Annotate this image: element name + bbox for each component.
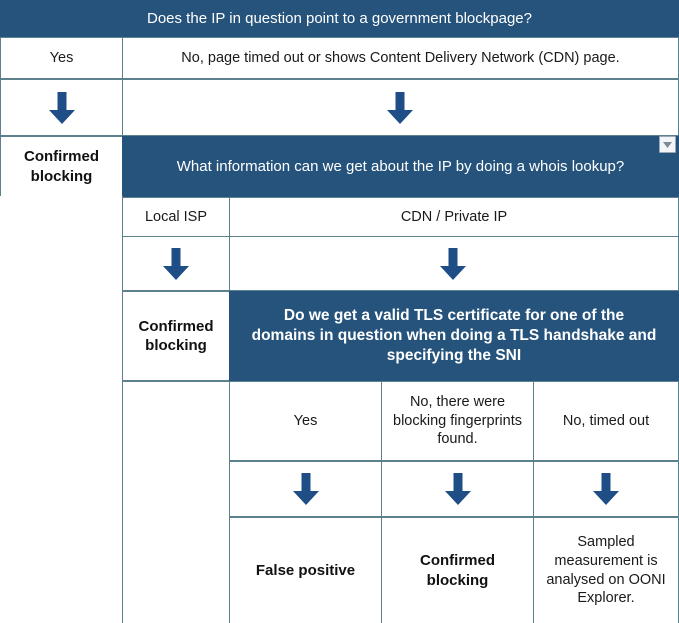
level2-answer-cdn-private-ip-cell: CDN / Private IP (229, 197, 679, 237)
down-arrow-icon (444, 473, 471, 505)
filter-dropdown-button[interactable] (659, 136, 676, 153)
level2-question-text: What information can we get about the IP… (176, 157, 625, 175)
level2-answer-local-isp-text: Local ISP (144, 208, 208, 225)
level3-question-text: Do we get a valid TLS certificate for on… (251, 306, 657, 365)
level1-outcome-confirmed-blocking-text: Confirmed blocking (24, 148, 99, 185)
level2-arrow-left-cell (122, 236, 230, 291)
level3-outcome-0-cell: False positive (229, 517, 382, 623)
level3-outcome-0-text: False positive (255, 561, 356, 579)
down-arrow-icon (163, 247, 189, 280)
level3-outcome-2-text: Sampled measurement is analysed on OONI … (546, 534, 666, 607)
level3-answer-0-cell: Yes (229, 381, 382, 461)
down-arrow-icon (292, 473, 319, 505)
level1-answer-yes-cell: Yes (0, 37, 123, 79)
level3-outcome-1-cell: Confirmed blocking (381, 517, 534, 623)
level3-arrow-0-cell (229, 461, 382, 517)
level3-outcome-1-text: Confirmed blocking (420, 552, 495, 589)
level3-arrow-1-cell (381, 461, 534, 517)
down-arrow-icon (593, 473, 619, 505)
level1-question-band: Does the IP in question point to a gover… (0, 0, 679, 37)
level2-outcome-confirmed-blocking-cell: Confirmed blocking (122, 291, 230, 381)
level2-arrow-right-cell (229, 236, 679, 291)
level3-answer-0-text: Yes (293, 412, 318, 429)
level1-arrow-left-cell (0, 79, 123, 136)
left-empty-column (0, 196, 123, 623)
level1-outcome-confirmed-blocking-cell: Confirmed blocking (0, 136, 123, 197)
chevron-down-icon (663, 141, 672, 148)
level3-arrow-2-cell (533, 461, 679, 517)
down-arrow-icon (387, 91, 413, 124)
level3-answer-1-text: No, there were blocking fingerprints fou… (393, 394, 522, 448)
level1-answer-no-text: No, page timed out or shows Content Deli… (181, 49, 620, 66)
level1-arrow-right-cell (122, 79, 679, 136)
level3-question-band: Do we get a valid TLS certificate for on… (229, 291, 679, 381)
level2-answer-cdn-private-ip-text: CDN / Private IP (400, 208, 508, 225)
down-arrow-icon (440, 247, 466, 280)
level3-left-empty-cell (122, 381, 230, 623)
level2-question-band: What information can we get about the IP… (122, 136, 679, 197)
level3-answer-2-text: No, timed out (562, 412, 650, 429)
level1-question-text: Does the IP in question point to a gover… (147, 9, 532, 27)
level3-answer-2-cell: No, timed out (533, 381, 679, 461)
level3-outcome-2-cell: Sampled measurement is analysed on OONI … (533, 517, 679, 623)
down-arrow-icon (48, 91, 75, 124)
level2-answer-local-isp-cell: Local ISP (122, 197, 230, 237)
level1-answer-yes-text: Yes (49, 49, 74, 66)
level2-outcome-confirmed-blocking-text: Confirmed blocking (138, 317, 214, 354)
level3-answer-1-cell: No, there were blocking fingerprints fou… (381, 381, 534, 461)
level1-answer-no-cell: No, page timed out or shows Content Deli… (122, 37, 679, 79)
